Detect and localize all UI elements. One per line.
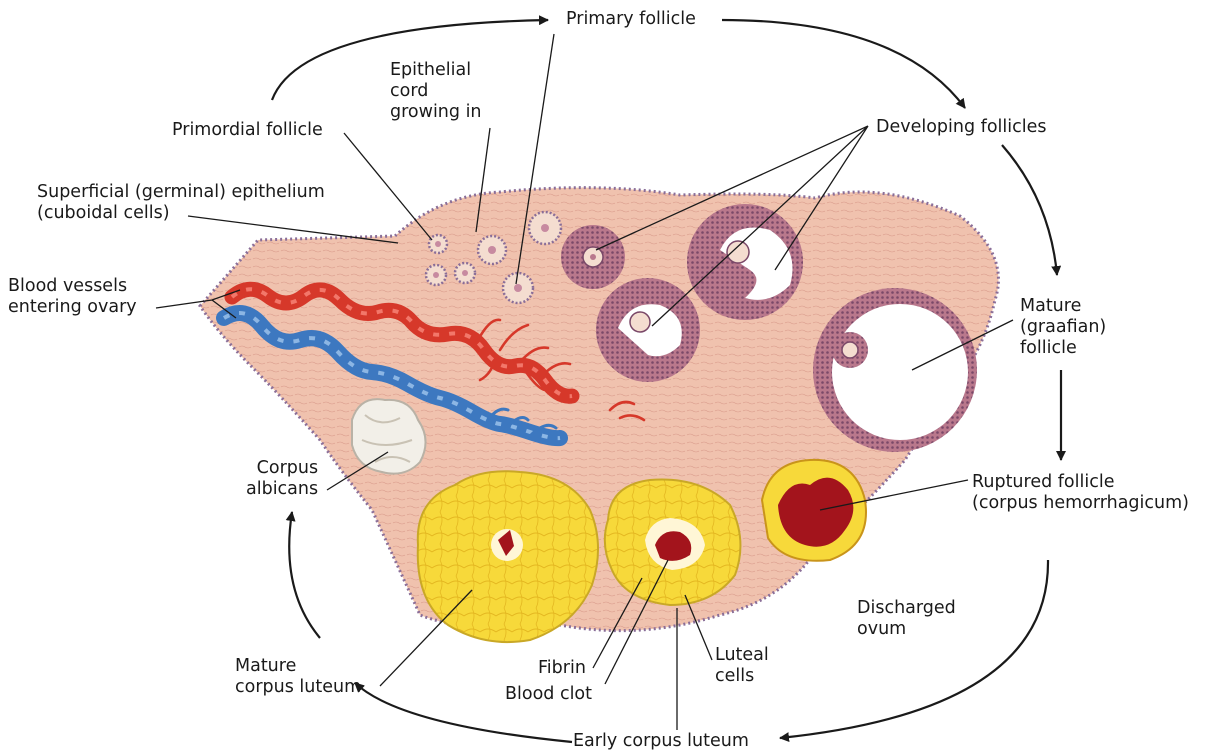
label-mature-follicle: Mature (graafian) follicle [1020, 296, 1106, 359]
label-fibrin: Fibrin [538, 658, 586, 679]
arrow-mature-cl-to-albicans [289, 512, 320, 638]
mature-corpus-luteum [418, 471, 598, 642]
arrow-ruptured-to-early-cl [780, 560, 1048, 738]
label-corpus-albicans: Corpus albicans [246, 458, 318, 500]
label-developing-follicles: Developing follicles [876, 117, 1047, 138]
label-superficial-epithelium: Superficial (germinal) epithelium (cuboi… [37, 182, 325, 224]
label-mature-corpus-luteum: Mature corpus luteum [235, 656, 361, 698]
label-blood-vessels: Blood vessels entering ovary [8, 276, 137, 318]
label-primary-follicle: Primary follicle [566, 9, 696, 30]
early-corpus-luteum [605, 480, 741, 605]
arrow-primary-to-developing [722, 20, 965, 108]
label-ruptured-follicle: Ruptured follicle (corpus hemorrhagicum) [972, 472, 1189, 514]
mature-follicle [813, 288, 977, 452]
arrow-developing-to-mature [1002, 145, 1057, 275]
label-discharged-ovum: Discharged ovum [857, 598, 956, 640]
label-early-corpus-luteum: Early corpus luteum [573, 731, 749, 752]
label-primordial-follicle: Primordial follicle [172, 120, 323, 141]
label-epithelial-cord: Epithelial cord growing in [390, 60, 482, 123]
ruptured-follicle [762, 460, 866, 561]
label-luteal-cells: Luteal cells [715, 645, 769, 687]
label-blood-clot: Blood clot [505, 684, 592, 705]
